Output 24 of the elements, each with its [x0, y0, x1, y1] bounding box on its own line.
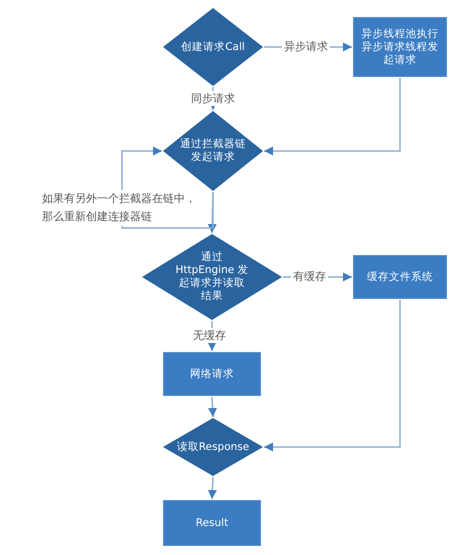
node-label: 通过 HttpEngine 发起请求并读取结果	[174, 251, 250, 303]
node-label: 通过拦截器链发起请求	[179, 138, 247, 164]
node-label: Result	[194, 516, 230, 530]
node-label: 异步线程池执行异步请求线程发起请求	[360, 28, 440, 66]
edge-label: 无缓存	[191, 328, 228, 343]
decision-diamond	[163, 111, 263, 191]
decision-diamond	[163, 8, 263, 86]
node-label: 网络请求	[189, 368, 235, 380]
process-box	[163, 352, 261, 396]
node-label: 读取Response	[176, 440, 250, 454]
arrow	[208, 192, 217, 234]
edge-label: 有缓存	[291, 269, 328, 284]
decision-diamond	[163, 418, 263, 476]
edge-label: 异步请求	[282, 39, 330, 54]
process-box	[353, 255, 447, 299]
node-label: 缓存文件系统	[366, 270, 434, 284]
decision-diamond	[142, 234, 282, 320]
arrow	[208, 476, 217, 500]
arrow	[208, 396, 218, 418]
arrow	[264, 78, 401, 156]
process-box	[353, 17, 447, 77]
process-box	[163, 500, 261, 546]
arrow	[264, 300, 401, 452]
node-label: 创建请求Call	[180, 40, 246, 54]
